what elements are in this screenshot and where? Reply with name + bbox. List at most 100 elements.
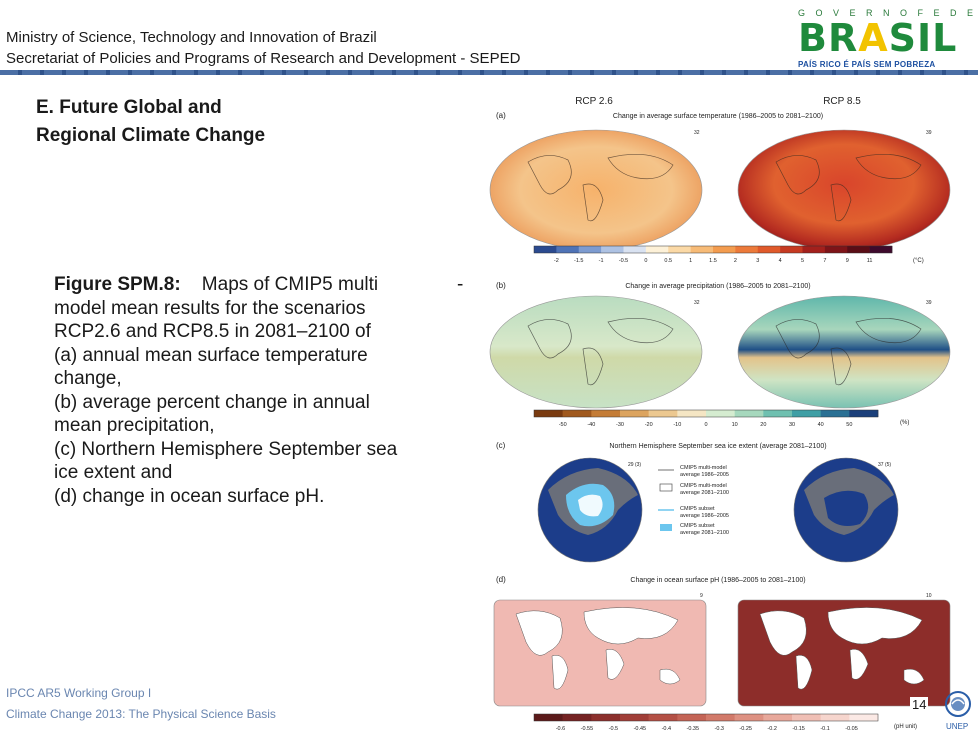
caption-line-2: model mean results for the scenarios [54,297,366,319]
legend-label: CMIP5 subset [680,523,715,529]
secretariat-name: Secretariat of Policies and Programs of … [6,50,521,67]
governo-federal-brasil-logo: G O V E R N O F E D E R A L BRASIL PAÍS … [794,6,978,70]
section-title-line-1: E. Future Global and [36,97,222,118]
panel-a-title: Change in average surface temperature (1… [613,113,823,120]
panel-b-letter: (b) [496,281,506,290]
panel-d-count-right: 10 [926,593,932,599]
colorbar-tick-label: 5 [801,258,804,264]
colorbar-tick-label: -0.3 [714,726,723,732]
colorbar-tick-label: -0.2 [767,726,776,732]
colorbar-segment [534,246,557,253]
panel-d-title: Change in ocean surface pH (1986–2005 to… [630,577,805,584]
colorbar-segment [534,714,563,721]
caption-line-10: (d) change in ocean surface pH. [54,485,325,507]
colorbar-segment [601,246,624,253]
logo-word-c: SIL [888,16,958,60]
panel-d-letter: (d) [496,575,506,584]
sea-ice-legend: CMIP5 multi-model average 1986–2005 CMIP… [658,465,729,536]
colorbar-tick-label: 0 [644,258,647,264]
colorbar-tick-label: -0.1 [820,726,829,732]
legend-label: average 1986–2005 [680,513,729,519]
colorbar-segment [562,410,592,417]
colorbar-tick-label: 0 [704,422,707,428]
colorbar-tick-label: -50 [559,422,567,428]
unep-logo-icon [945,691,971,717]
legend-label: average 1986–2005 [680,472,729,478]
panel-c-count-left: 29 (3) [628,462,641,468]
colorbar-tick-label: -0.5 [619,258,628,264]
colorbar-tick-label: -0.35 [686,726,699,732]
panel-a-unit: (°C) [913,258,924,264]
panel-d-land [515,607,925,690]
colorbar-tick-label: -0.55 [581,726,594,732]
sea-ice-map-rcp26 [537,457,643,563]
slide-header: Ministry of Science, Technology and Inno… [0,0,978,78]
colorbar-border [533,713,879,722]
panel-a-letter: (a) [496,111,506,120]
colorbar-tick-label: 9 [846,258,849,264]
continent-outline [775,155,820,195]
colorbar-tick-label: -0.15 [792,726,805,732]
colorbar-segment [763,410,793,417]
continent-outline [855,317,922,344]
panel-b-map-rcp26 [489,295,703,409]
colorbar-segment [763,714,793,721]
panel-a-continents [527,153,922,222]
colorbar-tick-label: 1.5 [709,258,717,264]
logo-slogan: PAÍS RICO É PAÍS SEM POBREZA [798,60,936,69]
legend-swatch-multimodel-2081 [659,483,673,492]
panel-d-ticks: -0.6-0.55-0.5-0.45-0.4-0.35-0.3-0.25-0.2… [556,726,858,732]
colorbar-tick-label: 4 [779,258,782,264]
continent-shape [849,649,869,680]
colorbar-segment [820,714,850,721]
colorbar-tick-label: -0.6 [556,726,565,732]
sea-ice-map-rcp85 [793,457,899,563]
panel-b-map-rcp85 [737,295,951,409]
column-header-rcp85: RCP 8.5 [823,96,861,107]
caption-line-5: change, [54,368,122,389]
panel-b-count-left: 32 [694,300,700,306]
colorbar-tick-label: -0.4 [662,726,671,732]
colorbar-tick-label: -0.5 [609,726,618,732]
panel-a-count-right: 39 [926,130,932,136]
continent-shape [903,668,925,685]
colorbar-tick-label: 0.5 [664,258,672,264]
panel-b-colorbar [533,409,879,418]
spm8-figure: RCP 2.6 RCP 8.5 (a) Change in average su… [489,96,951,732]
colorbar-segment [735,246,759,253]
colorbar-tick-label: 1 [689,258,692,264]
continent-outline [775,319,820,359]
panel-a-count-left: 32 [694,130,700,136]
continent-shape [605,649,625,680]
colorbar-tick-label: 50 [846,422,852,428]
colorbar-segment [824,246,848,253]
continent-shape [515,610,563,656]
colorbar-tick-label: 11 [867,258,873,264]
caption-line-9: ice extent and [54,462,173,483]
colorbar-segment [780,246,803,253]
footer-ipcc-working-group: IPCC AR5 Working Group I [6,686,152,700]
legend-label: average 2081–2100 [680,490,729,496]
logo-top-text: G O V E R N O F E D E R A L [798,8,978,18]
continent-outline [527,319,572,359]
legend-label: CMIP5 subset [680,506,715,512]
colorbar-segment [648,410,678,417]
colorbar-segment [706,714,735,721]
colorbar-segment [591,410,621,417]
colorbar-tick-label: -20 [645,422,653,428]
panel-d-colorbar [533,713,879,722]
panel-c-count-right: 37 (5) [878,462,891,468]
unep-label: UNEP [946,722,969,731]
section-title-line-2: Regional Climate Change [36,125,266,146]
caption-line-1: Figure SPM.8: Maps of CMIP5 multi [54,273,474,297]
colorbar-tick-label: -0.05 [845,726,858,732]
legend-label: CMIP5 multi-model [680,483,727,489]
colorbar-border [533,245,893,254]
colorbar-segment [690,246,714,253]
colorbar-segment [677,714,707,721]
continent-outline [830,183,852,222]
colorbar-segment [620,714,649,721]
continent-shape [583,607,679,645]
